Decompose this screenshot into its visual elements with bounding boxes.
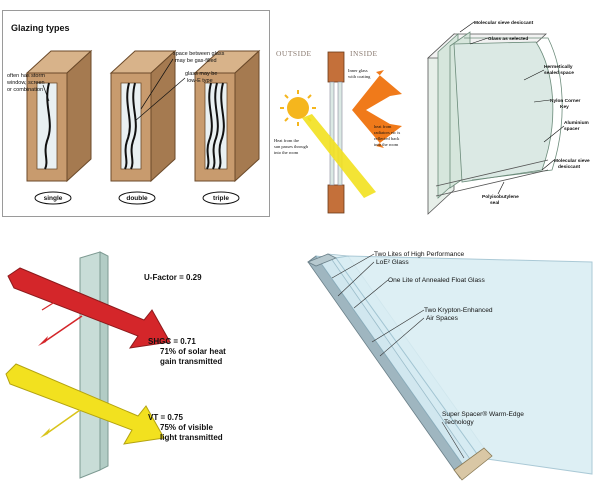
label-aluminium-2: spacer [564,126,580,132]
label-hermetic-1: Hermetically [544,64,573,70]
vt-title: VT = 0.75 [148,413,183,422]
label-triple: triple [213,195,229,202]
label-sieve-bottom-2: desiccant [558,164,581,170]
triple-label-1a: Two Lites of High Performance [374,251,464,258]
glazing-types-panel: Glazing types [2,10,270,217]
sun-heat-note-2: sun passes through [274,144,309,149]
sun-heat-note-3: into the room [274,150,299,155]
inside-label: INSIDE [350,49,378,58]
space-note-2: may be gas-filled [175,58,217,64]
outside-label: OUTSIDE [276,49,312,58]
sun-heat-beam [302,114,376,198]
vt-desc-2: light transmitted [160,433,223,442]
glazing-title: Glazing types [11,23,70,33]
space-note-1: space between glass [173,51,225,57]
visible-light-arrow [5,363,165,445]
lowe-note-2: low-E type [187,78,213,84]
triple-label-4b: Techology [444,419,474,426]
triple-label-4a: Super Spacer® Warm-Edge [442,410,524,418]
shgc-desc-2: gain transmitted [160,357,222,366]
radiator-note-4: into the room [374,142,399,147]
vt-desc-1: 75% of visible [160,423,213,432]
triple-pane-panel: Two Lites of High Performance LoE² Glass… [302,238,602,484]
triple-label-2: One Lite of Annealed Float Glass [388,277,485,284]
storm-note-1: often has storm [7,73,45,79]
triple-label-3b: Air Spaces [426,315,459,322]
storm-note-3: or combination [7,87,43,93]
inner-glass-note-2: with coating [348,74,371,79]
insulated-glass-unit-panel: Molecular sieve desiccant Glass as selec… [424,10,602,215]
triple-label-3a: Two Krypton-Enhanced [424,307,493,314]
lowe-note-1: glass may be [185,71,217,77]
triple-glazed-frame [193,49,261,183]
label-nylon-1: Nylon Corner [550,98,581,104]
heat-transfer-panel: OUTSIDE INSIDE Inner glass with coating … [272,10,420,215]
glass-pane [79,251,109,479]
label-hermetic-2: sealed space [544,70,574,76]
label-polyiso-2: seal [490,200,499,206]
label-glass: Glass as selected [488,36,528,42]
inner-glass-note-1: Inner glass [348,68,368,73]
single-glazed-frame [25,49,93,183]
label-sieve-top: Molecular sieve desiccant [474,20,534,26]
label-polyiso-1: Polyisobutylene [482,194,519,200]
sun-heat-note-1: Heat from the [274,138,299,143]
triple-label-1b: LoE² Glass [376,259,409,266]
shgc-title: SHGC = 0.71 [148,337,196,346]
triple-pane-drawing [307,253,593,481]
glass-unit-drawing [426,31,563,215]
label-single: single [44,195,63,202]
solar-heat-arrow [7,267,171,349]
shgc-desc-1: 71% of solar heat [160,347,226,356]
radiator-note-2: radiators etc is [374,130,400,135]
radiator-note-1: heat from [374,124,392,129]
radiator-note-3: reflected back [374,136,400,141]
reflected-heat-arrow [352,70,402,148]
label-double: double [126,195,148,202]
ufactor-label: U-Factor = 0.29 [144,273,202,282]
storm-note-2: window, screen [6,80,45,86]
energy-ratings-panel: U-Factor = 0.29 SHGC = 0.71 71% of solar… [2,238,300,484]
label-nylon-2: Key [560,104,569,110]
label-aluminium-1: Aluminium [564,120,589,126]
label-sieve-bottom-1: Molecular sieve [554,158,590,164]
